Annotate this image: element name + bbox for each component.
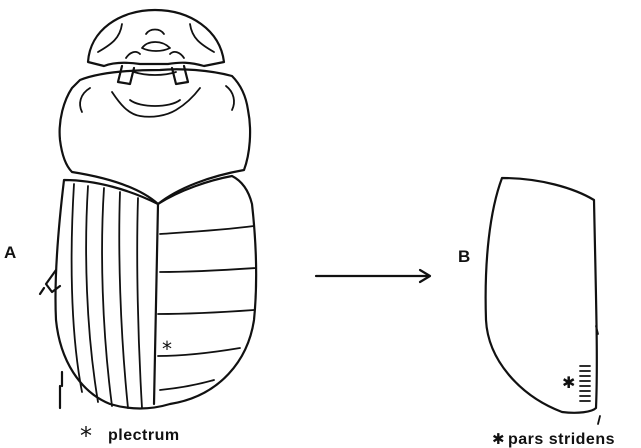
plectrum-legend-marker: *: [80, 422, 92, 448]
plectrum-legend: * plectrum: [80, 422, 180, 448]
elytron-drawing: [486, 178, 600, 424]
beetle-drawing: [40, 10, 256, 409]
plectrum-marker: *: [162, 337, 172, 361]
pars-stridens-legend: ✱ pars stridens: [492, 430, 615, 448]
pars-stridens-marker: ✱: [562, 373, 575, 392]
pars-stridens-legend-marker: ✱: [492, 430, 505, 448]
plectrum-caption: plectrum: [108, 427, 180, 444]
beetle-head: [88, 10, 224, 66]
beetle-pronotum: [60, 69, 250, 204]
beetle-elytra: [55, 176, 256, 409]
panel-a-label: A: [4, 243, 16, 262]
arrow: [316, 270, 430, 282]
pars-stridens-ribs: [580, 366, 590, 401]
pars-stridens-caption: pars stridens: [508, 431, 615, 448]
panel-b-label: B: [458, 247, 470, 266]
